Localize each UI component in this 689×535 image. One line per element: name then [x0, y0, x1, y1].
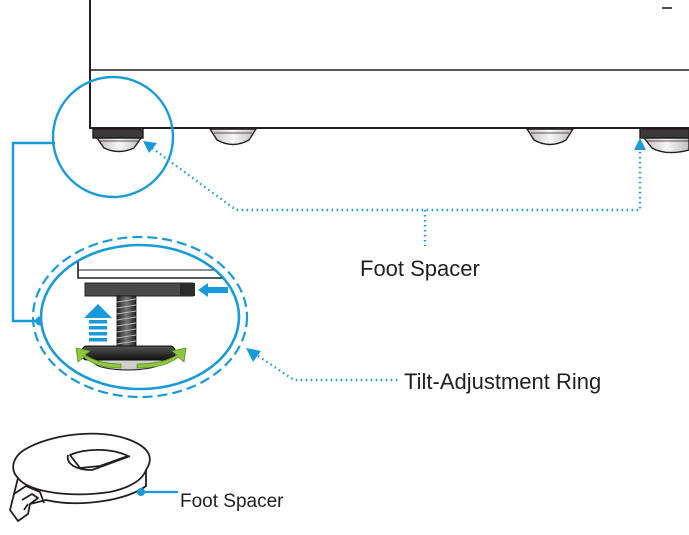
foot-spacer-part-dot [137, 488, 145, 496]
left-arrow [198, 283, 228, 297]
arrowhead-left-foot [143, 141, 157, 153]
foot-spacer-leader [151, 147, 642, 246]
zoom-detail [31, 235, 249, 399]
projector-foot-left [92, 128, 144, 153]
projector-foot-middle-left [208, 128, 258, 146]
tilt-adjustment-ring-label: Tilt-Adjustment Ring [404, 369, 602, 394]
rotation-arrows [75, 347, 187, 369]
zoom-connector-line [11, 141, 55, 323]
arrowhead-right-foot [634, 138, 646, 150]
projector-foot-middle-right [525, 128, 575, 146]
foot-spacer-part [9, 432, 151, 522]
arrowhead-tilt-ring [246, 348, 261, 362]
foot-spacer-part-label: Foot Spacer [180, 491, 284, 512]
foot-callout-circle [51, 75, 175, 199]
tilt-ring [81, 345, 176, 361]
tilt-ring-leader [257, 355, 398, 382]
up-arrow [84, 304, 112, 342]
projector-foot-right [639, 128, 689, 154]
projector-body [89, 0, 689, 129]
foot-spacer-label: Foot Spacer [360, 256, 480, 281]
screw-shaft [116, 295, 137, 349]
